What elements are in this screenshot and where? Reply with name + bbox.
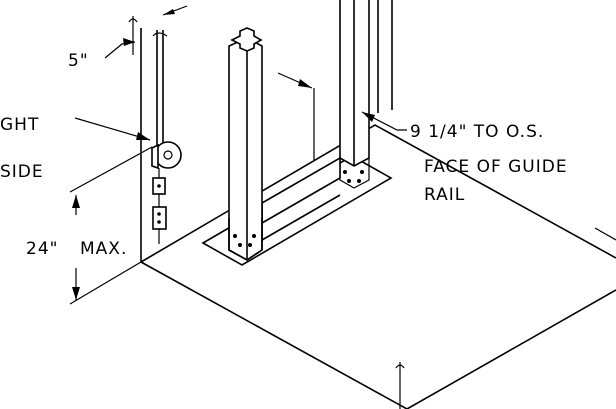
clamp-bolt (157, 184, 161, 188)
floor-front-edges (140, 261, 616, 409)
break-symbol (128, 18, 138, 23)
label-24in: 24" (26, 239, 58, 259)
floor-back-edges (140, 124, 616, 263)
ext-line-top (69, 146, 153, 193)
arrowhead (136, 132, 150, 140)
arrowhead (362, 112, 375, 122)
label-rail-line2: FACE OF GUIDE (424, 157, 568, 177)
post-cap-cross (230, 27, 263, 52)
bolt (252, 234, 256, 238)
bolt (238, 243, 242, 247)
label-rail-line1: 9 1/4" TO O.S. (410, 122, 544, 142)
weight-callout: GHT SIDE (0, 115, 151, 182)
label-weight-partial: GHT (0, 115, 39, 135)
arrowhead (72, 195, 80, 208)
arrowhead (298, 79, 312, 88)
leader-5in (104, 41, 136, 59)
bolt (233, 234, 237, 238)
bolt (343, 170, 347, 174)
dimension-5in: 5" (68, 5, 188, 71)
bolt (347, 179, 351, 183)
governor-rope-assembly (151, 30, 182, 244)
left-column-base (228, 218, 263, 261)
label-5in: 5" (68, 51, 89, 71)
arrowhead (163, 9, 175, 15)
ext-line-bottom (69, 261, 142, 305)
floor-right-mark (594, 227, 616, 241)
bolt (248, 243, 252, 247)
rope-weight (152, 206, 167, 230)
bolt (360, 170, 364, 174)
bolt (357, 179, 361, 183)
break-symbol-floor (395, 364, 405, 369)
right-column (339, 0, 393, 189)
break-symbol-rope (152, 32, 168, 37)
dimension-guide-rail: 9 1/4" TO O.S. FACE OF GUIDE RAIL (277, 72, 568, 205)
arrowhead (72, 287, 80, 300)
label-rail-line3: RAIL (424, 185, 465, 205)
left-column (228, 27, 263, 261)
dimension-24in: 24" MAX. (26, 146, 153, 305)
left-column-faces (228, 37, 263, 261)
sheave-hub (163, 150, 173, 160)
weight-bolt (157, 212, 161, 216)
label-side-partial: SIDE (0, 162, 44, 182)
label-max: MAX. (80, 239, 127, 259)
arrowhead (123, 38, 135, 46)
pit-floor-slab (140, 28, 616, 409)
sheave-bracket (151, 143, 159, 170)
weight-bolt (157, 220, 161, 224)
tension-sheave (154, 141, 182, 169)
